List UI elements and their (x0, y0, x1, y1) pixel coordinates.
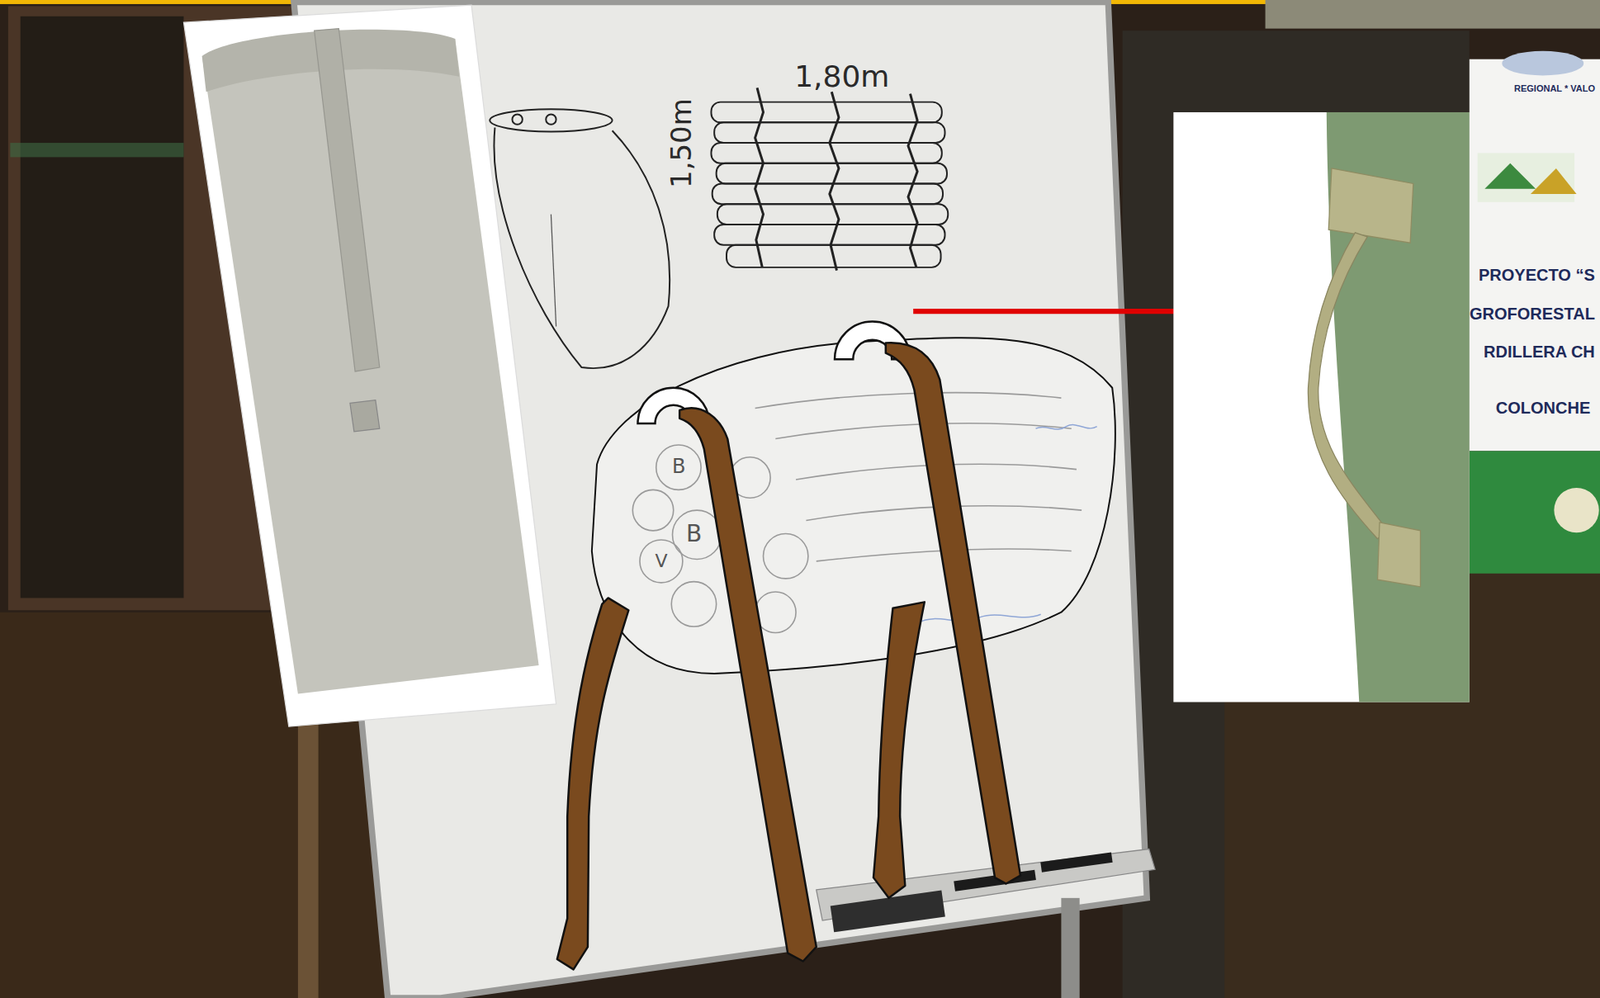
window-glass (20, 16, 185, 599)
easel-leg (1060, 898, 1080, 998)
banner-text: PROYECTO “S (1478, 265, 1596, 285)
banner-text: REGIONAL * VALO (1514, 83, 1596, 95)
marker (1040, 852, 1113, 872)
sack-sketch (489, 108, 670, 369)
strap (557, 342, 1021, 970)
stick-mark: B (686, 520, 702, 548)
wrapped-bundle (591, 337, 1116, 674)
dimension-label: 1,80m (794, 59, 890, 94)
bamboo-post (298, 704, 319, 998)
banner-logo (1501, 51, 1584, 76)
bag-fabric (1326, 112, 1470, 703)
window-shelf (9, 142, 184, 157)
stick-bundle-sketch (710, 87, 948, 270)
stick-mark: B (672, 455, 686, 479)
duffel-loop (350, 400, 380, 432)
upper-window (1265, 0, 1600, 29)
side-strap (1307, 232, 1388, 540)
banner-logo-mark (1530, 168, 1577, 195)
duffel-strap (314, 28, 380, 372)
banner-text: RDILLERA CH (1483, 342, 1596, 362)
duffel-photo (183, 4, 556, 727)
machine-logo (1553, 487, 1599, 533)
banner (1469, 59, 1600, 452)
inset-photo (1173, 112, 1469, 703)
green-machine (1469, 450, 1600, 573)
dimension-label: 1,50m (665, 98, 698, 189)
banner-text: GROFORESTAL (1469, 304, 1596, 324)
strap-patch (1328, 168, 1414, 243)
banner-logo-mark (1484, 163, 1536, 190)
strap-patch (1377, 522, 1421, 587)
banner-text: COLONCHE (1495, 398, 1591, 418)
stick-mark: V (654, 550, 668, 572)
